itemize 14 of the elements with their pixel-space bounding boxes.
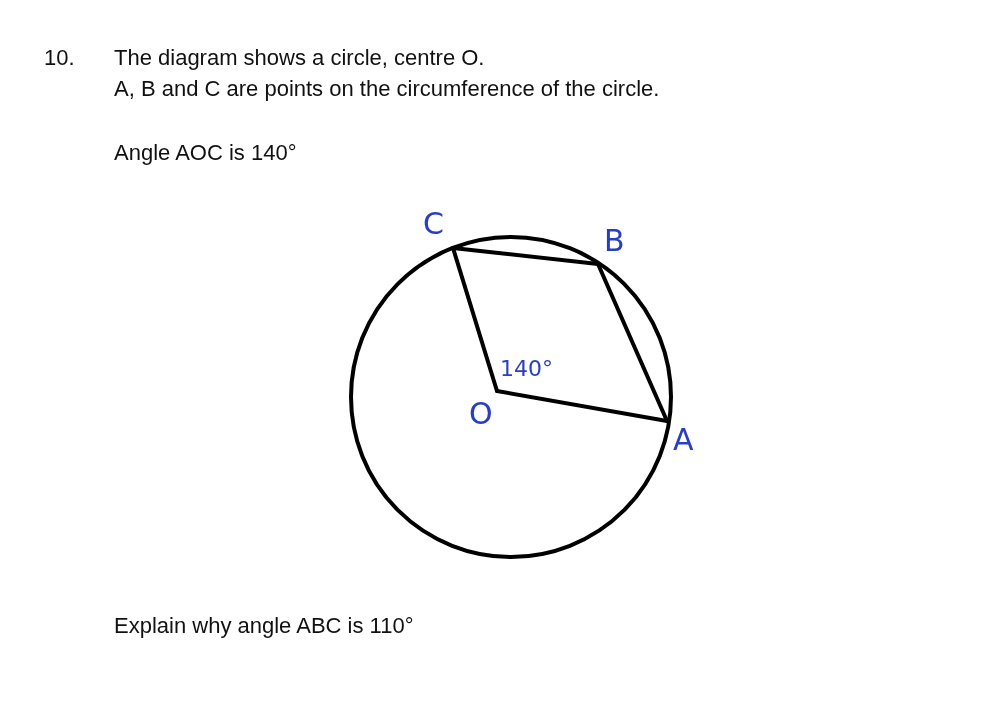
point-label: A: [673, 423, 694, 457]
point-label: C: [423, 207, 444, 241]
line-segment: [495, 389, 669, 423]
question-text: Angle AOC is 140°: [114, 140, 297, 166]
line-segment: [451, 246, 600, 266]
question-number: 10.: [44, 45, 75, 71]
question-text: Explain why angle ABC is 110°: [114, 613, 414, 639]
question-text: The diagram shows a circle, centre O.: [114, 45, 485, 71]
question-text: A, B and C are points on the circumference of the circle.: [114, 76, 660, 102]
point-label: O: [469, 397, 493, 431]
line-segment: [451, 246, 499, 393]
point-label: B: [604, 224, 625, 258]
line-segment: [596, 262, 669, 423]
angle-label: 140°: [500, 356, 553, 382]
